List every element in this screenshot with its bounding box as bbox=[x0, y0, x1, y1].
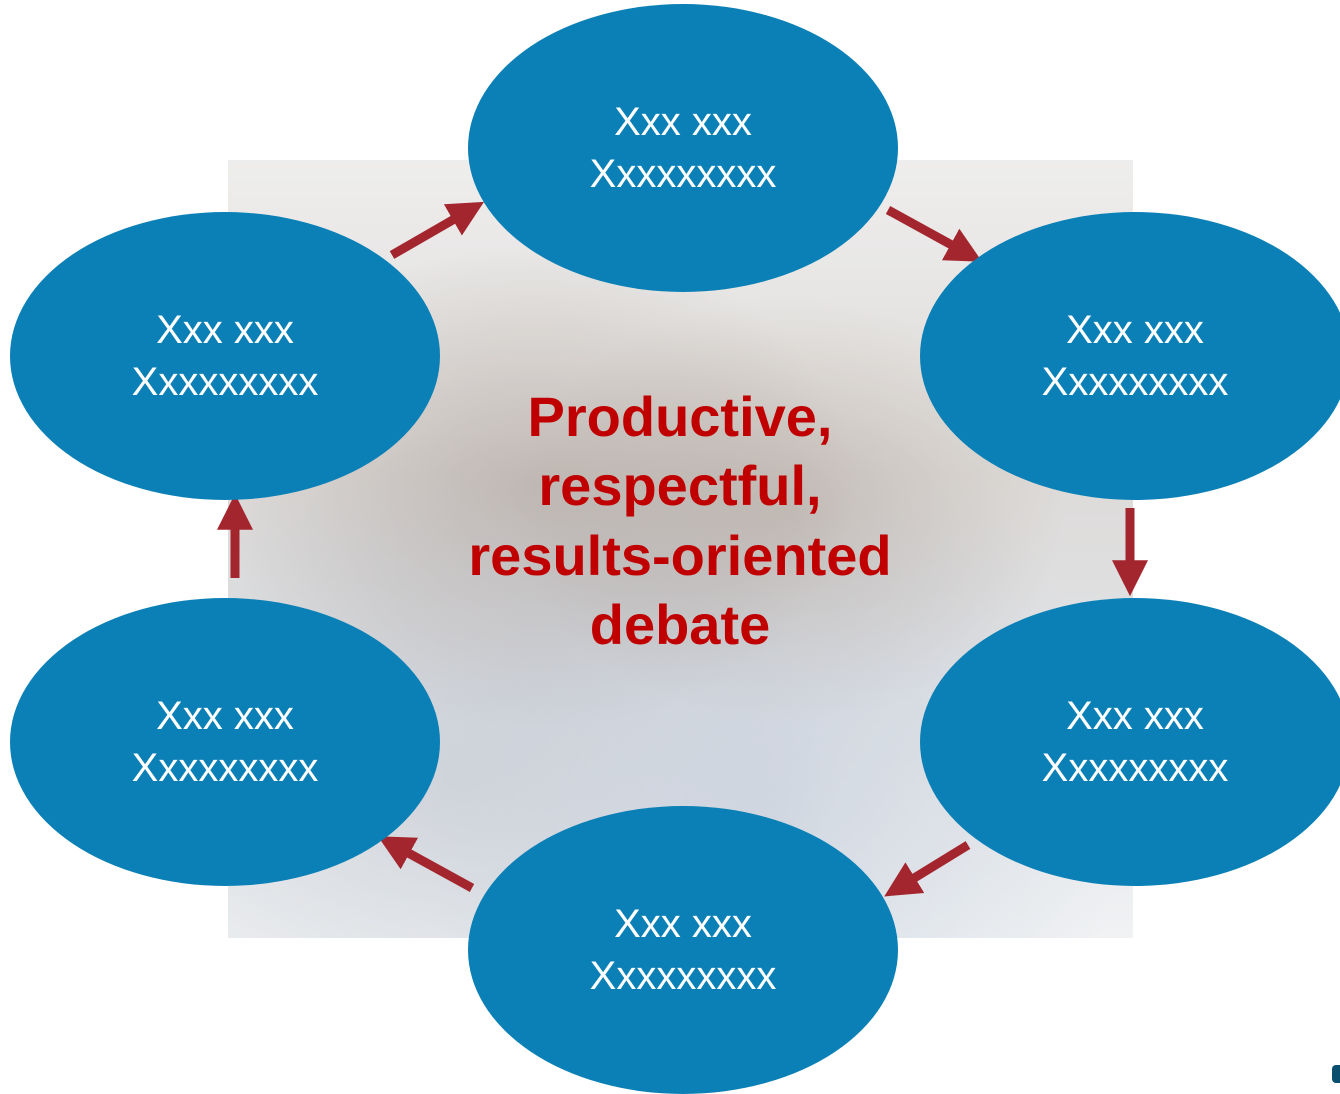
arrow-lower-right-to-bottom bbox=[884, 841, 971, 897]
node-line1: Xxx xxx bbox=[1066, 308, 1204, 352]
cycle-node-lower-right: Xxx xxx Xxxxxxxxx bbox=[920, 598, 1340, 886]
center-line: respectful, bbox=[538, 454, 822, 518]
node-line1: Xxx xxx bbox=[156, 694, 294, 738]
node-line2: Xxxxxxxxx bbox=[131, 360, 319, 404]
corner-logo-fragment bbox=[1332, 1065, 1340, 1083]
arrow-upper-left-to-top bbox=[389, 201, 485, 259]
cycle-node-upper-right: Xxx xxx Xxxxxxxxx bbox=[920, 212, 1340, 500]
cycle-node-upper-left: Xxx xxx Xxxxxxxxx bbox=[10, 212, 440, 500]
arrow-top-to-upper-right bbox=[885, 206, 983, 262]
node-line1: Xxx xxx bbox=[1066, 694, 1204, 738]
node-line1: Xxx xxx bbox=[156, 308, 294, 352]
cycle-node-bottom: Xxx xxx Xxxxxxxxx bbox=[468, 806, 898, 1094]
center-line: Productive, bbox=[527, 385, 833, 448]
cycle-node-top: Xxx xxx Xxxxxxxxx bbox=[468, 4, 898, 292]
node-line2: Xxxxxxxxx bbox=[1041, 360, 1229, 404]
node-line1: Xxx xxx bbox=[614, 100, 752, 144]
center-line: results-oriented bbox=[468, 523, 892, 587]
node-line2: Xxxxxxxxx bbox=[589, 954, 777, 998]
node-line1: Xxx xxx bbox=[614, 902, 752, 946]
center-caption: Productive, respectful, results-oriented… bbox=[380, 382, 980, 660]
cycle-node-lower-left: Xxx xxx Xxxxxxxxx bbox=[10, 598, 440, 886]
node-line2: Xxxxxxxxx bbox=[131, 746, 319, 790]
node-line2: Xxxxxxxxx bbox=[589, 152, 777, 196]
node-line2: Xxxxxxxxx bbox=[1041, 746, 1229, 790]
arrow-bottom-to-lower-left bbox=[377, 836, 475, 892]
center-line: debate bbox=[589, 593, 771, 657]
